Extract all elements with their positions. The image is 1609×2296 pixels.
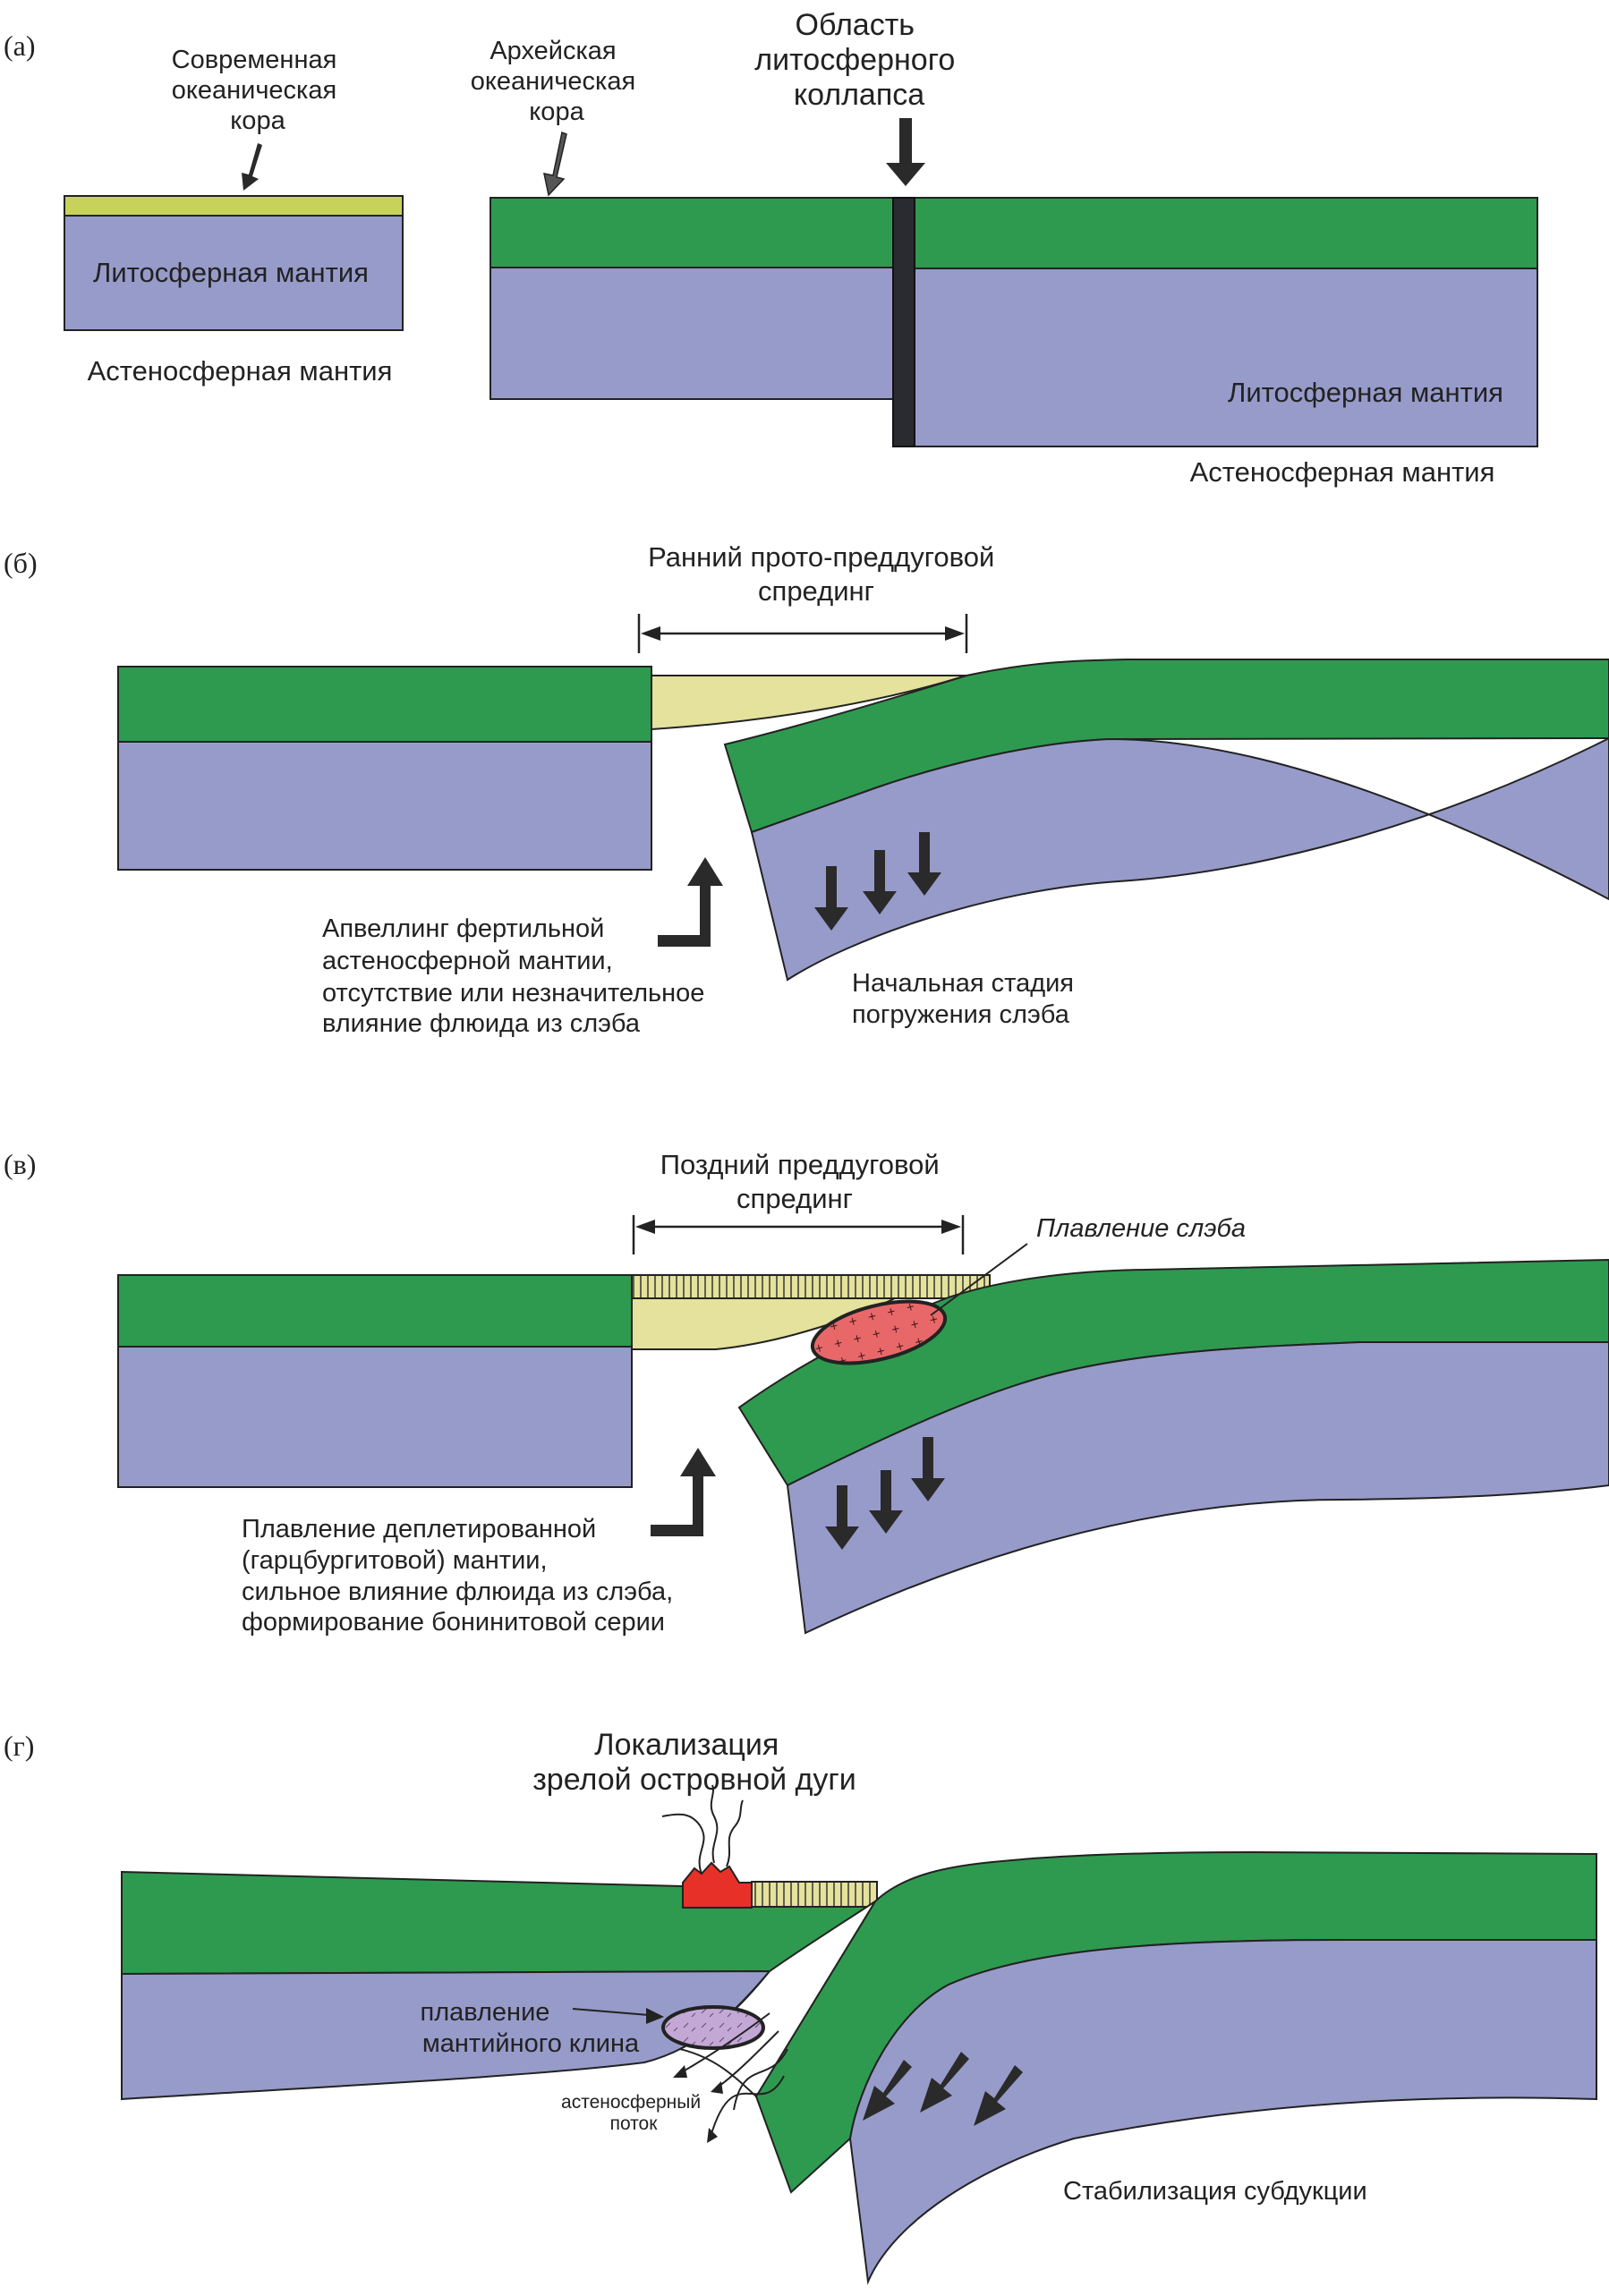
mature-arc-label: Локализация зрелой островной дуги (532, 1728, 856, 1797)
flow-arrowhead-icon-1 (673, 2065, 687, 2078)
modern-oceanic-crust (64, 195, 404, 217)
slab-initial-label: Начальная стадия погружения слэба (852, 969, 1081, 1029)
collapse-label: Область литосферного коллапса (754, 8, 963, 112)
asthenospheric-flow-label: астеносферный поток (561, 2092, 706, 2134)
archean-crust-right (914, 197, 1538, 269)
sinking-arrow-icon-c3 (911, 1437, 945, 1501)
overriding-mantle-b (117, 741, 652, 871)
sinking-arrow-icon-b2 (863, 850, 897, 914)
upwelling-arrow-icon-b (658, 857, 723, 947)
lithosphere-right-label: Литосферная мантия (1228, 377, 1503, 408)
modern-crust-arrow-icon (242, 143, 262, 191)
subduction-stabilization-label: Стабилизация субдукции (1063, 2177, 1367, 2206)
asthenosphere-left-label: Астеносферная мантия (88, 355, 393, 387)
arc-hatched-crust (751, 1881, 878, 1908)
sinking-arrow-icon-b3 (907, 832, 941, 896)
sinking-arrow-icon-d2 (920, 2052, 969, 2113)
asthenosphere-right-label: Астеносферная мантия (1190, 456, 1495, 488)
late-spreading-width-arrow-icon (632, 1215, 965, 1254)
panel-b: (б) Ранний прото-преддуговой спрединг Ап… (4, 541, 1609, 1038)
panel-c-letter: (в) (4, 1148, 36, 1180)
sinking-arrow-icon-c2 (869, 1470, 903, 1534)
volcano-icon (682, 1861, 753, 1909)
early-spreading-width-arrow-icon (637, 614, 968, 653)
archean-crust-left (490, 197, 894, 268)
lithosphere-left-label: Литосферная мантия (93, 257, 369, 288)
panel-a-letter: (а) (4, 30, 36, 62)
slab-melt-label: Плавление слэба (1036, 1214, 1246, 1243)
slab-melt-pointer (930, 1243, 1028, 1316)
panel-b-letter: (б) (4, 547, 38, 579)
lithospheric-mantle-mid (490, 267, 894, 400)
mantle-wedge-melt-zone (661, 2005, 765, 2050)
overriding-mantle-c (117, 1346, 633, 1488)
panel-c: (в) Поздний преддуговой спрединг Плавлен… (4, 1148, 1609, 1637)
mantle-wedge-label: плавление мантийного клина (421, 1998, 641, 2058)
panel-d-letter: (г) (4, 1730, 34, 1762)
lithospheric-mantle-left (64, 215, 404, 331)
flow-arrowhead-icon-2 (711, 2081, 723, 2094)
depleted-melting-label: Плавление деплетированной (гарцбургитово… (242, 1515, 680, 1637)
overriding-crust-c (117, 1274, 633, 1348)
lithospheric-mantle-right (914, 268, 1538, 447)
slab-melt-zone (810, 1299, 948, 1365)
slab-mantle-d (848, 1939, 1597, 2285)
panel-a: (а) Литосферная мантия Астеносферная ман… (4, 8, 1538, 488)
wedge-melt-pointer (572, 2008, 650, 2016)
forearc-hatched-crust (631, 1274, 991, 1299)
upwelling-arrow-icon-c (651, 1448, 716, 1536)
panel-d: (г) Локализация зрелой островной дуги пл… (4, 1728, 1597, 2285)
volcanic-plume-icon (661, 1784, 744, 1875)
archean-crust-label: Архейская океаническая кора (471, 37, 643, 126)
wedge-melt-arrowhead-icon (646, 2008, 664, 2024)
slab-mantle-b (750, 736, 1609, 982)
flow-arrowhead-icon-3 (707, 2128, 718, 2143)
lithospheric-collapse-zone (892, 197, 915, 447)
collapse-arrow-icon (886, 118, 925, 186)
overriding-crust-b (117, 666, 652, 743)
sinking-arrow-icon-b1 (814, 866, 848, 931)
late-spreading-label: Поздний преддуговой спрединг (660, 1149, 948, 1214)
slab-mantle-c (786, 1341, 1609, 1635)
upwelling-label-b: Апвеллинг фертильной астеносферной манти… (322, 914, 711, 1038)
sinking-arrow-icon-d3 (974, 2065, 1023, 2126)
archean-crust-arrow-icon (543, 131, 567, 197)
sinking-arrow-icon-c1 (825, 1485, 859, 1550)
sinking-arrow-icon-d1 (863, 2060, 912, 2121)
modern-crust-label: Современная океаническая кора (172, 46, 345, 135)
early-spreading-label: Ранний прото-преддуговой спрединг (648, 541, 1002, 607)
